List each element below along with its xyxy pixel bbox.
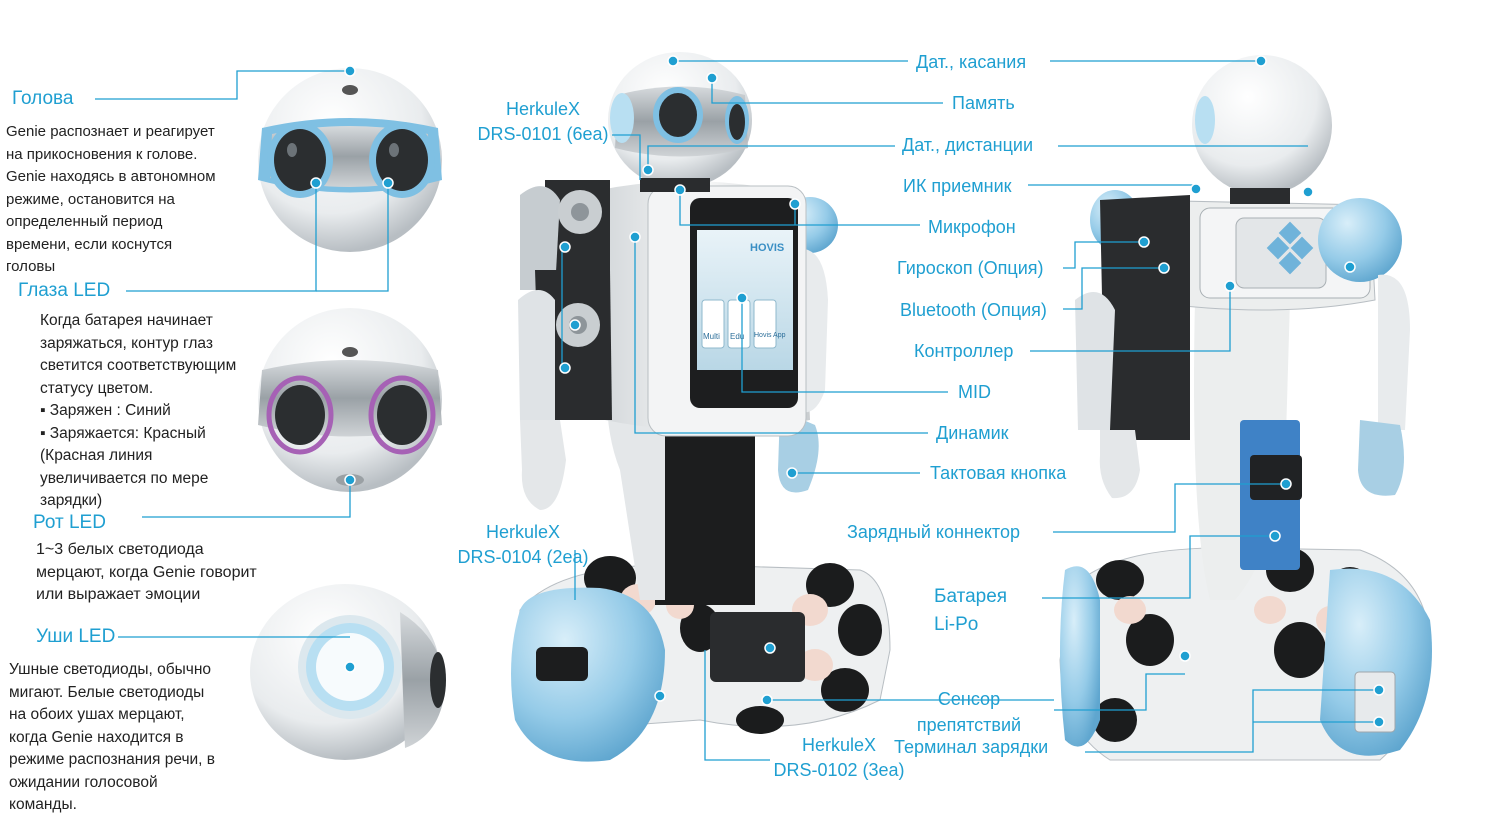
battery-line: Li-Po [934, 614, 979, 635]
label-distance-sensor: Дат., дистанции [902, 135, 1034, 155]
label-mid: MID [958, 382, 991, 402]
head-desc-line: на прикосновения к голове. [6, 145, 198, 163]
head-desc-line: определенный период [6, 213, 163, 230]
label-charge-connector: Зарядный коннектор [847, 522, 1020, 542]
obstacle-line: препятствий [916, 715, 1022, 735]
ears-desc-line: когда Genie находится в [9, 728, 184, 746]
callout-lines [95, 60, 1379, 761]
head-ears-illustration [250, 584, 446, 760]
servo-label-drs0104: HerkuleX DRS-0104 (2ea) [450, 520, 596, 570]
ears-desc-line: команды. [9, 796, 77, 813]
battery-line: Батарея [934, 586, 1008, 607]
label-charge-terminal: Терминал зарядки [894, 737, 1049, 757]
mouth-desc-line: или выражает эмоции [36, 586, 201, 603]
label-bluetooth: Bluetooth (Опция) [900, 300, 1047, 320]
eyes-desc-line: заряжаться, контур глаз [40, 334, 213, 352]
ears-description: Ушные светодиоды, обычно мигают. Белые с… [9, 659, 215, 817]
ears-desc-line: на обоих ушах мерцают, [9, 706, 185, 723]
eyes-desc-line: ▪ Заряжается: Красный [40, 424, 206, 442]
label-controller: Контроллер [914, 341, 1014, 361]
eyes-desc-line: статусу цветом. [40, 379, 154, 397]
ears-title: Уши LED [36, 626, 116, 647]
eyes-description: Когда батарея начинает заряжаться, конту… [40, 310, 236, 513]
label-gyro: Гироскоп (Опция) [897, 258, 1044, 278]
label-tact-button: Тактовая кнопка [930, 463, 1067, 483]
mouth-desc-line: 1~3 белых светодиода [36, 541, 204, 558]
robot-back-illustration [1059, 55, 1432, 761]
servo-name: HerkuleX [485, 522, 561, 542]
servo-label-drs0101: HerkuleX DRS-0101 (6ea) [470, 97, 616, 147]
obstacle-line: Сенсор [937, 689, 1001, 709]
eyes-desc-line: (Красная линия [40, 447, 153, 464]
eyes-desc-line: увеличивается по мере [40, 469, 209, 487]
servo-model: DRS-0102 (3ea) [773, 760, 905, 780]
mid-app-edu: Edu [730, 332, 745, 341]
mouth-desc-line: мерцают, когда Genie говорит [36, 563, 257, 581]
mouth-title: Рот LED [33, 512, 106, 533]
head-desc-line: режиме, остановится на [6, 190, 175, 208]
label-memory: Память [952, 93, 1015, 113]
robot-front-illustration [511, 52, 891, 762]
servo-name: HerkuleX [801, 735, 877, 755]
servo-label-drs0102: HerkuleX DRS-0102 (3ea) [766, 733, 912, 783]
mid-app-hovis: Hovis App [754, 332, 786, 339]
ears-desc-line: ожидании голосовой [9, 773, 158, 791]
eyes-title: Глаза LED [18, 280, 111, 301]
head-description: Genie распознает и реагирует на прикосно… [6, 121, 216, 279]
ears-desc-line: мигают. Белые светодиоды [9, 683, 205, 701]
servo-name: HerkuleX [505, 99, 581, 119]
head-eyes-illustration [258, 308, 442, 492]
head-desc-line: времени, если коснутся [6, 235, 173, 253]
eyes-desc-line: ▪ Заряжен : Синий [40, 402, 171, 419]
callout-dots [310, 55, 1385, 728]
ears-desc-line: режиме распознания речи, в [9, 751, 216, 768]
eyes-desc-line: зарядки) [40, 492, 103, 509]
head-desc-line: Genie находясь в автономном [6, 168, 216, 185]
mid-app-multi: Multi [703, 332, 720, 341]
head-title: Голова [12, 88, 74, 109]
ears-desc-line: Ушные светодиоды, обычно [9, 661, 212, 678]
label-obstacle-sensor: Сенсор препятствий [904, 686, 1034, 738]
head-desc-line: головы [6, 258, 56, 275]
label-speaker: Динамик [936, 423, 1009, 443]
label-microphone: Микрофон [928, 217, 1016, 237]
servo-model: DRS-0101 (6ea) [477, 124, 609, 144]
eyes-desc-line: светится соответствующим [40, 357, 237, 374]
mouth-description: 1~3 белых светодиода мерцают, когда Geni… [36, 539, 257, 607]
servo-model: DRS-0104 (2ea) [457, 547, 589, 567]
eyes-desc-line: Когда батарея начинает [40, 312, 213, 329]
label-ir-receiver: ИК приемник [903, 176, 1012, 196]
head-top-illustration [258, 68, 442, 252]
head-desc-line: Genie распознает и реагирует [6, 123, 215, 140]
label-touch-sensor: Дат., касания [916, 52, 1027, 72]
mid-brand: HOVIS [750, 242, 785, 254]
label-battery: Батарея Li-Po [934, 583, 1007, 639]
